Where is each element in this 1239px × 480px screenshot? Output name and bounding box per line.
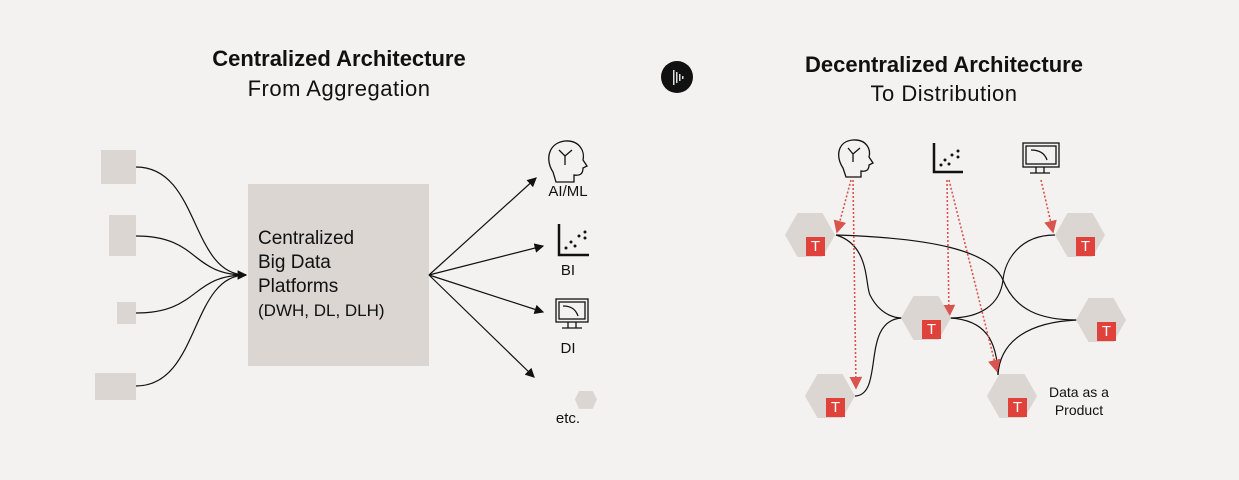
scatter-chart-icon — [932, 143, 963, 174]
output-label-aiml: AI/ML — [548, 183, 588, 200]
output-label-di: DI — [560, 340, 576, 357]
monitor-icon — [555, 298, 589, 329]
team-badge: T — [1097, 322, 1116, 341]
label-line: Product — [1054, 402, 1104, 418]
right-title: Decentralized Architecture — [805, 52, 1083, 77]
source-box — [101, 150, 136, 184]
source-box — [95, 373, 136, 400]
monitor-icon — [1022, 142, 1060, 174]
source-box — [109, 215, 136, 256]
generic-hexagon-icon — [574, 390, 597, 409]
platform-line: (DWH, DL, DLH) — [258, 301, 385, 320]
team-badge: T — [1076, 237, 1095, 256]
brain-head-icon — [548, 140, 588, 183]
platform-line: Big Data — [258, 252, 331, 273]
platform-line: Centralized — [258, 228, 355, 249]
left-title: Centralized Architecture — [212, 46, 466, 71]
output-label-bi: BI — [560, 262, 576, 279]
team-badge: T — [1008, 398, 1027, 417]
team-badge: T — [826, 398, 845, 417]
team-badge: T — [922, 320, 941, 339]
left-subtitle: From Aggregation — [247, 76, 431, 101]
central-platform-box: Centralized Big Data Platforms (DWH, DL,… — [248, 184, 429, 366]
right-subtitle: To Distribution — [870, 81, 1018, 106]
output-label-etc: etc. — [555, 410, 581, 427]
platform-line: Platforms — [258, 276, 339, 297]
source-box — [117, 302, 136, 324]
data-product-label: Data as a Product — [1049, 383, 1109, 419]
label-line: Data as a — [1049, 384, 1109, 400]
scatter-chart-icon — [557, 224, 589, 257]
team-badge: T — [806, 237, 825, 256]
brain-head-icon — [838, 139, 874, 178]
